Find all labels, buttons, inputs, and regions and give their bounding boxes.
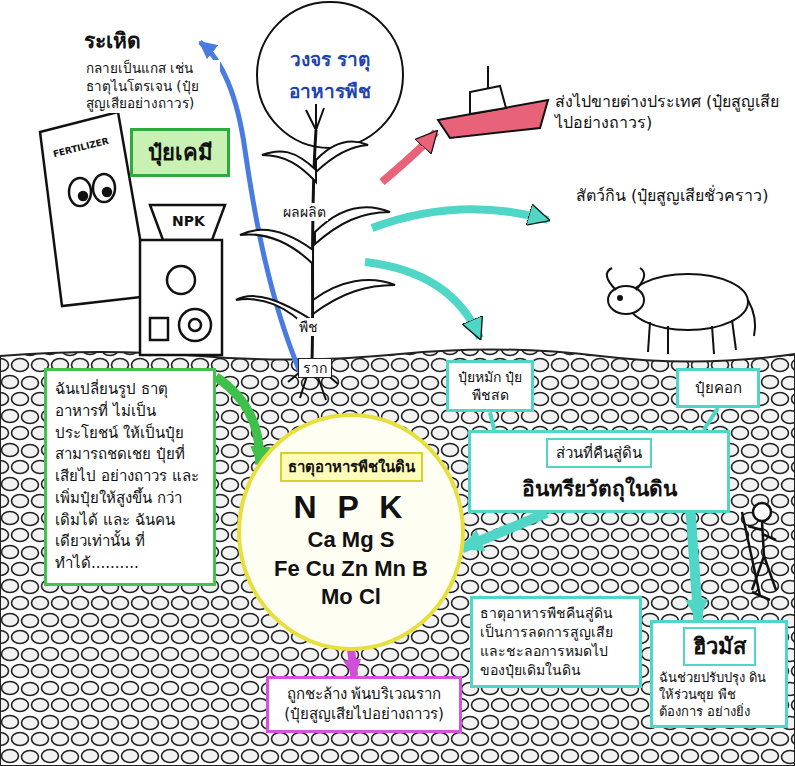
part-label: พืช <box>297 318 320 336</box>
node-text: ฉันเปลี่ยนรูป ธาตุอาหารที่ ไม่เป็นประโยช… <box>55 379 205 575</box>
node-text: ถูกชะล้าง พ้นบริเวณราก (ปุ๋ยสูญเสียไปอย่… <box>275 684 453 725</box>
node-heading: ธาตุอาหารพืชในดิน <box>280 452 423 482</box>
note-box: ฉันเปลี่ยนรูป ธาตุอาหารที่ ไม่เป็นประโยช… <box>44 368 216 586</box>
node-text: Mo Cl <box>321 583 381 612</box>
loss-note: สัตว์กิน (ปุ๋ยสูญเสียชั่วคราว) <box>574 186 778 207</box>
node-text: N P K <box>294 488 409 526</box>
title-text: วงจร ราตุอาหารพืช <box>266 43 394 108</box>
loss-note: กลายเป็นแกส เช่นธาตุไนโตรเจน (ปุ๋ยสูญเสี… <box>84 60 220 113</box>
node-text: Ca Mg S <box>308 526 395 555</box>
fertilizer-box: ปุ๋ยเคมี <box>130 128 230 177</box>
connector-arrow <box>704 408 718 430</box>
humus-box: ฮิวมัสฉันช่วยปรับปรุง ดินให้ร่วนซุย พืชต… <box>650 620 788 728</box>
soil-ground <box>0 349 795 766</box>
connector-arrow <box>490 412 494 430</box>
node-text: ปุ๋ยเคมี <box>139 135 221 170</box>
connector-arrow <box>691 513 699 620</box>
connector-arrow <box>351 649 354 676</box>
buffalo <box>607 268 755 354</box>
harvest-arrows <box>365 209 548 338</box>
plant <box>236 104 395 400</box>
node-text: ธาตุอาหารพืชคืนสู่ดิน เป็นการลดการสูญเสี… <box>480 604 632 680</box>
connector-arrow <box>216 377 260 465</box>
title-circle <box>257 2 403 148</box>
manure-box: ปุ๋ยคอก <box>676 368 760 408</box>
node-text: อินทรียวัตถุในดิน <box>478 472 720 505</box>
node-heading: ฮิวมัส <box>683 627 756 666</box>
fertilizer-machine <box>140 205 225 355</box>
machine-label: NPK <box>170 212 207 230</box>
farmer-figure <box>742 503 776 600</box>
node-text: ฉันช่วยปรับปรุง ดินให้ร่วนซุย พืชต้องการ… <box>659 670 779 721</box>
node-heading: ส่วนที่คืนสู่ดิน <box>546 438 652 468</box>
ellipse-shape <box>239 415 463 649</box>
node-text: ปุ๋ยคอก <box>686 376 750 400</box>
leaching-box: ถูกชะล้าง พ้นบริเวณราก (ปุ๋ยสูญเสียไปอย่… <box>266 676 462 733</box>
compost-box: ปุ๋ยหมัก ปุ๋ยพืชสด <box>446 360 534 412</box>
connector-arrow <box>462 513 547 548</box>
export-ship <box>382 66 548 182</box>
loss-note: ส่งไปขายต่างประเทศ (ปุ๋ยสูญเสียไปอย่างถา… <box>553 92 793 134</box>
part-label: ผลผลิต <box>281 203 328 221</box>
return-note-box: ธาตุอาหารพืชคืนสู่ดิน เป็นการลดการสูญเสี… <box>470 596 642 688</box>
node-text: Fe Cu Zn Mn B <box>274 555 428 584</box>
organic-matter-box: ส่วนที่คืนสู่ดินอินทรียวัตถุในดิน <box>468 430 730 513</box>
nutrient-circle: ธาตุอาหารพืชในดิน N P KCa Mg SFe Cu Zn Mn… <box>236 412 466 652</box>
node-text: ปุ๋ยหมัก ปุ๋ยพืชสด <box>456 368 524 404</box>
process-label: ระเหิด <box>82 28 143 55</box>
part-label: ราก <box>298 358 332 378</box>
